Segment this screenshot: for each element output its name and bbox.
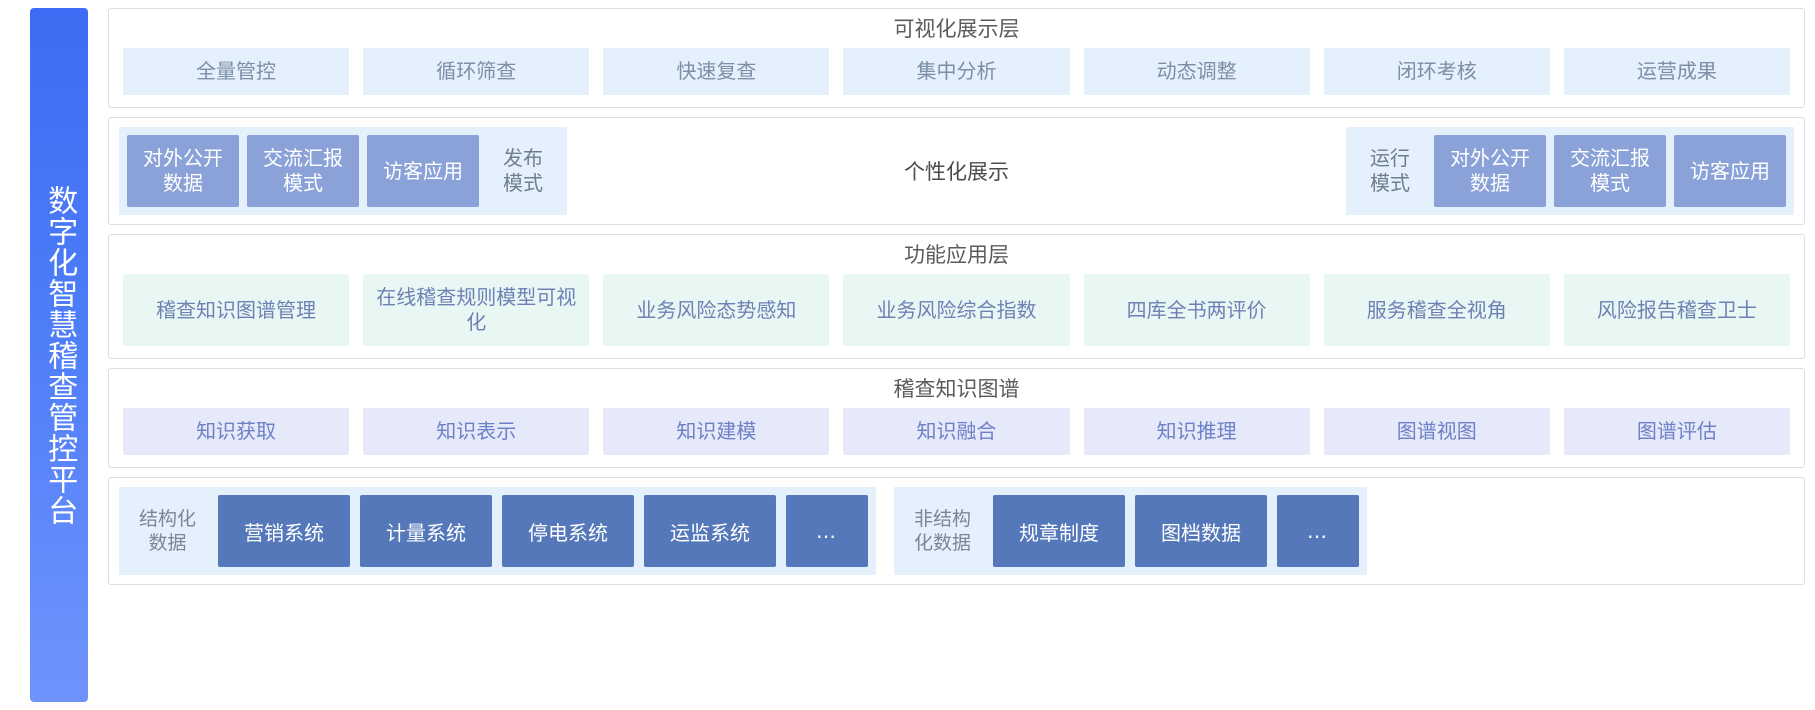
viz-item-xunhuan[interactable]: 循环筛查 xyxy=(363,48,590,96)
kg-item-fusion[interactable]: 知识融合 xyxy=(843,408,1070,456)
layer-knowledge-graph-title: 稽查知识图谱 xyxy=(893,377,1020,402)
unstructured-data-label: 非结构 化数据 xyxy=(914,507,972,555)
func-item-service-view[interactable]: 服务稽查全视角 xyxy=(1323,274,1550,347)
viz-item-dongtai[interactable]: 动态调整 xyxy=(1083,48,1310,96)
structured-data-label: 结构化 数据 xyxy=(139,507,197,555)
data-chip-unstructured-more[interactable]: … xyxy=(1277,495,1360,568)
data-chip-metering-system[interactable]: 计量系统 xyxy=(360,495,493,568)
layer-function-application: 功能应用层 稽查知识图谱管理 在线稽查规则模型可视化 业务风险态势感知 业务风险… xyxy=(108,234,1805,360)
personalized-row: 对外公开 数据 交流汇报 模式 访客应用 发布 模式 个性化展示 运行 模式 对… xyxy=(119,127,1794,216)
viz-item-quanliang[interactable]: 全量管控 xyxy=(123,48,350,96)
kg-item-representation[interactable]: 知识表示 xyxy=(363,408,590,456)
func-item-risk-situation[interactable]: 业务风险态势感知 xyxy=(603,274,830,347)
layer-function-title: 功能应用层 xyxy=(904,243,1009,268)
kg-item-acquisition[interactable]: 知识获取 xyxy=(123,408,350,456)
viz-item-kuaisu[interactable]: 快速复查 xyxy=(603,48,830,96)
personalized-center-label: 个性化展示 xyxy=(567,127,1346,216)
layer-stack: 可视化展示层 全量管控 循环筛查 快速复查 集中分析 动态调整 闭环考核 运营成… xyxy=(108,8,1805,702)
data-chip-structured-more[interactable]: … xyxy=(786,495,869,568)
platform-title: 数字化智慧稽查管控平台 xyxy=(42,184,78,526)
layer-knowledge-graph: 稽查知识图谱 知识获取 知识表示 知识建模 知识融合 知识推理 图谱视图 图谱评… xyxy=(108,368,1805,469)
layer-visualization: 可视化展示层 全量管控 循环筛查 快速复查 集中分析 动态调整 闭环考核 运营成… xyxy=(108,8,1805,109)
func-item-online-rule-model[interactable]: 在线稽查规则模型可视化 xyxy=(363,274,590,347)
persona-right-fangkeyingyong[interactable]: 访客应用 xyxy=(1674,135,1786,208)
layer-knowledge-graph-items: 知识获取 知识表示 知识建模 知识融合 知识推理 图谱视图 图谱评估 xyxy=(109,408,1804,467)
kg-item-modeling[interactable]: 知识建模 xyxy=(603,408,830,456)
structured-data-group: 结构化 数据 营销系统 计量系统 停电系统 运监系统 … xyxy=(119,487,877,576)
kg-item-graph-evaluation[interactable]: 图谱评估 xyxy=(1563,408,1790,456)
layer-visualization-items: 全量管控 循环筛查 快速复查 集中分析 动态调整 闭环考核 运营成果 xyxy=(109,48,1804,107)
data-chip-outage-system[interactable]: 停电系统 xyxy=(502,495,635,568)
func-item-risk-report-guard[interactable]: 风险报告稽查卫士 xyxy=(1563,274,1790,347)
viz-item-yunying[interactable]: 运营成果 xyxy=(1563,48,1790,96)
data-chip-operation-monitor-system[interactable]: 运监系统 xyxy=(644,495,777,568)
platform-title-banner: 数字化智慧稽查管控平台 xyxy=(30,8,88,702)
persona-left-fabumoshi[interactable]: 发布 模式 xyxy=(503,146,543,196)
kg-item-graph-view[interactable]: 图谱视图 xyxy=(1323,408,1550,456)
persona-right-jiaoliuhuibao[interactable]: 交流汇报 模式 xyxy=(1554,135,1666,208)
func-item-knowledge-graph-mgmt[interactable]: 稽查知识图谱管理 xyxy=(123,274,350,347)
persona-left-duiwaigongkai[interactable]: 对外公开 数据 xyxy=(127,135,239,208)
unstructured-data-group: 非结构 化数据 规章制度 图档数据 … xyxy=(894,487,1368,576)
personalized-right-group: 运行 模式 对外公开 数据 交流汇报 模式 访客应用 xyxy=(1346,127,1794,216)
data-chip-drawing-archive[interactable]: 图档数据 xyxy=(1135,495,1268,568)
data-chip-marketing-system[interactable]: 营销系统 xyxy=(218,495,351,568)
layer-data-sources: 结构化 数据 营销系统 计量系统 停电系统 运监系统 … 非结构 化数据 规章制… xyxy=(108,477,1805,586)
layer-personalized-display: 对外公开 数据 交流汇报 模式 访客应用 发布 模式 个性化展示 运行 模式 对… xyxy=(108,117,1805,226)
persona-left-jiaoliuhuibao[interactable]: 交流汇报 模式 xyxy=(247,135,359,208)
viz-item-bihuan[interactable]: 闭环考核 xyxy=(1323,48,1550,96)
personalized-left-group: 对外公开 数据 交流汇报 模式 访客应用 发布 模式 xyxy=(119,127,567,216)
persona-left-fangkeyingyong[interactable]: 访客应用 xyxy=(367,135,479,208)
layer-function-items: 稽查知识图谱管理 在线稽查规则模型可视化 业务风险态势感知 业务风险综合指数 四… xyxy=(109,274,1804,358)
persona-right-yunxingmoshi[interactable]: 运行 模式 xyxy=(1370,146,1410,196)
persona-right-duiwaigongkai[interactable]: 对外公开 数据 xyxy=(1434,135,1546,208)
func-item-siku-evaluation[interactable]: 四库全书两评价 xyxy=(1083,274,1310,347)
layer-visualization-title: 可视化展示层 xyxy=(893,17,1020,41)
func-item-risk-index[interactable]: 业务风险综合指数 xyxy=(843,274,1070,347)
data-chip-regulations[interactable]: 规章制度 xyxy=(993,495,1126,568)
kg-item-reasoning[interactable]: 知识推理 xyxy=(1083,408,1310,456)
viz-item-jizhong[interactable]: 集中分析 xyxy=(843,48,1070,96)
